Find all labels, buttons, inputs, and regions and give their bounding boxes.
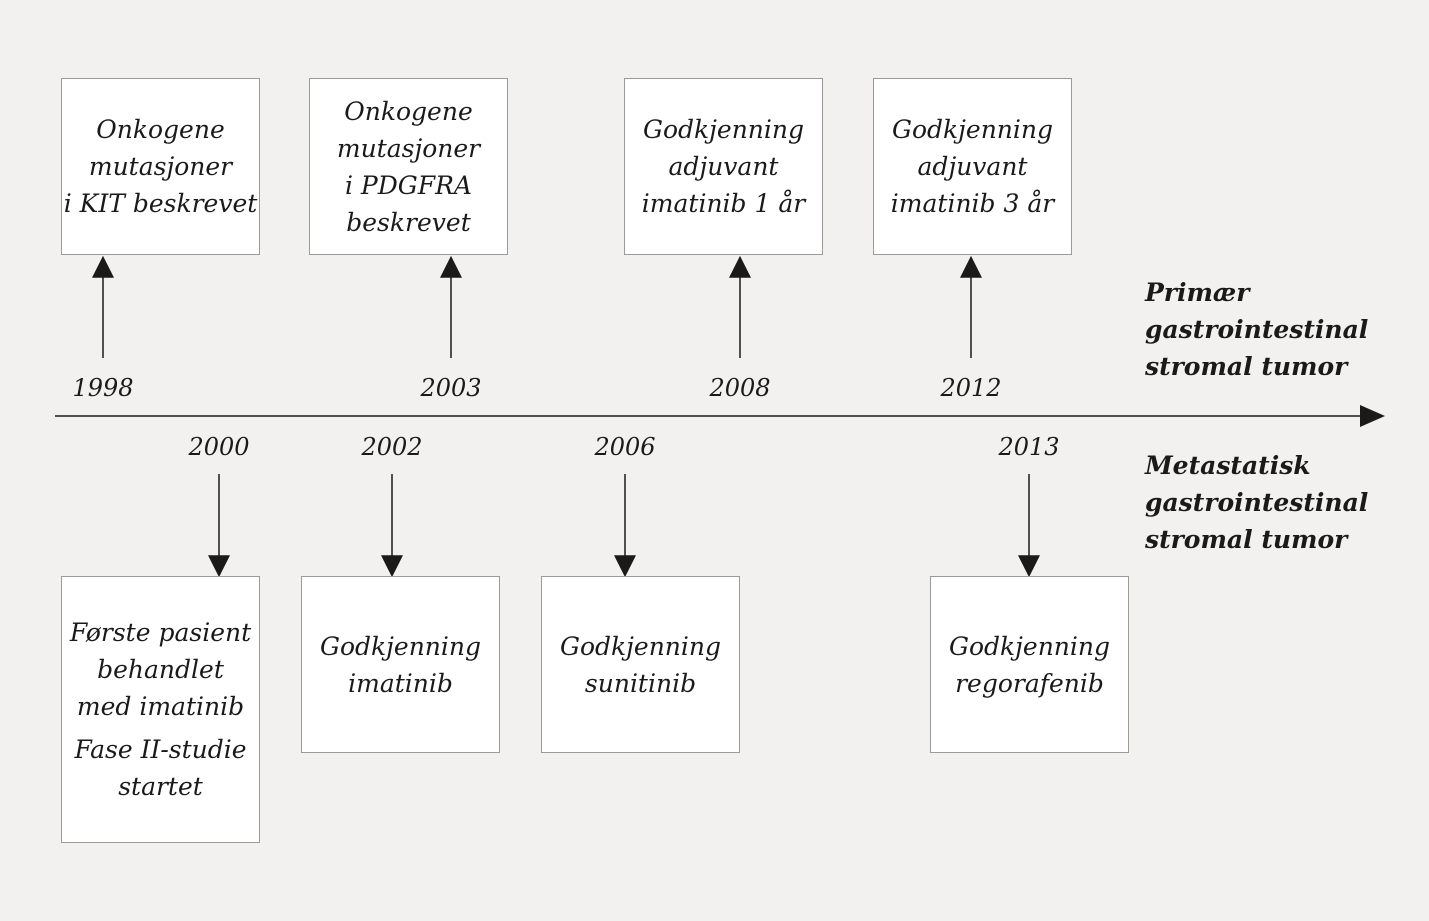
event-text: imatinib 1 år (641, 189, 806, 218)
event-text: Fase II-studie (74, 735, 247, 764)
event-box-2002: Godkjenning imatinib (301, 576, 500, 753)
event-text: mutasjoner (88, 152, 233, 181)
event-text: Første pasient (69, 618, 252, 647)
event-box-2006: Godkjenning sunitinib (541, 576, 740, 753)
metastatic-gist-label: Metastatisk gastrointestinal stromal tum… (1145, 447, 1368, 558)
timeline-axis-arrowhead (1360, 405, 1385, 427)
event-text: Godkjenning (891, 115, 1054, 144)
event-box-2000: Første pasient behandlet med imatinib Fa… (61, 576, 260, 843)
event-text: imatinib (348, 668, 453, 698)
event-text: med imatinib (76, 692, 245, 721)
event-text: Godkjenning (559, 631, 722, 661)
primary-gist-label: Primær gastrointestinal stromal tumor (1145, 274, 1368, 385)
event-box-2012: Godkjenning adjuvant imatinib 3 år (873, 78, 1072, 255)
label-line: gastrointestinal (1145, 488, 1369, 517)
event-text: adjuvant (917, 152, 1028, 181)
year-label-2006: 2006 (594, 433, 656, 461)
event-text: Godkjenning (319, 631, 482, 661)
year-label-2003: 2003 (420, 374, 482, 402)
label-line: stromal tumor (1145, 352, 1348, 381)
event-box-2003: Onkogene mutasjoner i PDGFRA beskrevet (309, 78, 508, 255)
event-text: i KIT beskrevet (63, 189, 258, 218)
year-label-2012: 2012 (940, 374, 1002, 402)
event-box-1998: Onkogene mutasjoner i KIT beskrevet (61, 78, 260, 255)
event-text: Godkjenning (948, 631, 1111, 661)
label-line: Metastatisk (1145, 451, 1311, 480)
event-text: adjuvant (668, 152, 779, 181)
year-label-2013: 2013 (998, 433, 1060, 461)
event-text: beskrevet (346, 207, 471, 237)
event-text: Onkogene (344, 96, 473, 126)
label-line: stromal tumor (1145, 525, 1348, 554)
label-line: gastrointestinal (1145, 315, 1369, 344)
event-text: behandlet (97, 655, 224, 684)
event-text: startet (118, 772, 203, 801)
event-box-2013: Godkjenning regorafenib (930, 576, 1129, 753)
event-text: Godkjenning (642, 115, 805, 144)
year-label-2008: 2008 (709, 374, 771, 402)
label-line: Primær (1145, 278, 1250, 307)
event-text: regorafenib (955, 668, 1104, 698)
year-label-2002: 2002 (361, 433, 423, 461)
event-text: sunitinib (584, 668, 697, 698)
year-label-1998: 1998 (72, 374, 134, 402)
event-text: mutasjoner (336, 133, 481, 163)
year-label-2000: 2000 (188, 433, 250, 461)
event-text: imatinib 3 år (890, 189, 1055, 218)
event-text: i PDGFRA (344, 170, 472, 200)
event-text: Onkogene (96, 115, 225, 144)
event-box-2008: Godkjenning adjuvant imatinib 1 år (624, 78, 823, 255)
